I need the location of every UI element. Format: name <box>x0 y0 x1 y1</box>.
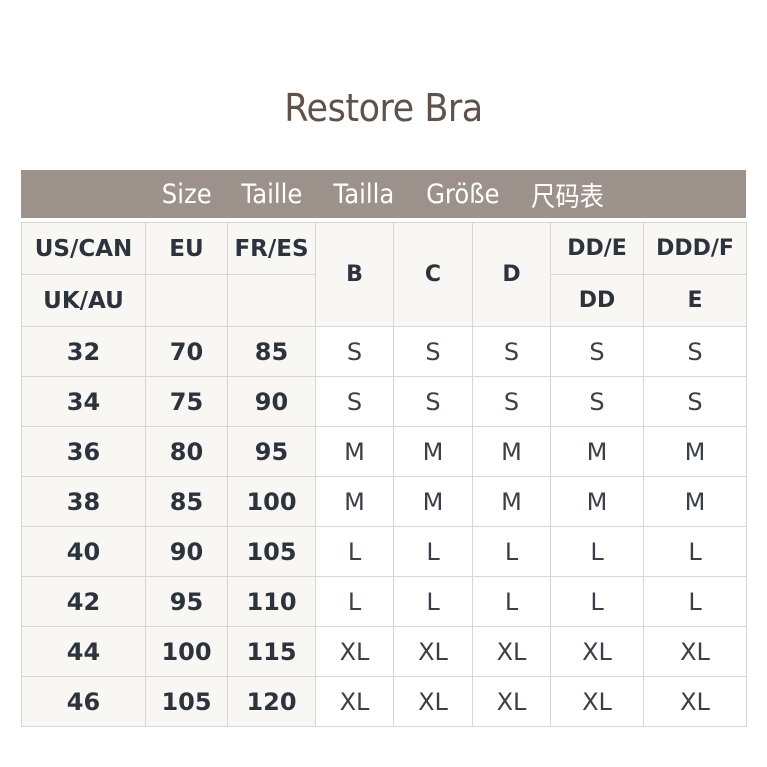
cell-dde: XL <box>550 676 644 727</box>
cell-fr: 105 <box>227 526 316 577</box>
cell-eu: 70 <box>145 326 228 377</box>
size-chart-banner: Size Taille Tailla Größe 尺码表 <box>21 170 746 218</box>
table-row: 32 70 85 S S S S S <box>21 326 747 377</box>
cell-c: M <box>393 426 473 477</box>
cell-d: S <box>472 376 551 427</box>
cell-dddf: S <box>643 326 747 377</box>
cell-dde: S <box>550 376 644 427</box>
cell-c: XL <box>393 676 473 727</box>
cell-c: XL <box>393 626 473 677</box>
header-cup-e: E <box>643 274 747 327</box>
cell-d: L <box>472 576 551 627</box>
header-eu: EU <box>145 222 228 275</box>
cell-c: M <box>393 476 473 527</box>
cell-c: S <box>393 376 473 427</box>
header-row-uk: UK/AU DD E <box>21 274 747 327</box>
header-cup-dd-e: DD/E <box>550 222 644 275</box>
cell-dddf: L <box>643 576 747 627</box>
cell-d: XL <box>472 626 551 677</box>
cell-b: L <box>315 526 394 577</box>
header-cup-b: B <box>315 222 394 327</box>
cell-d: S <box>472 326 551 377</box>
banner-label-fr: Taille <box>241 178 303 210</box>
cell-us: 38 <box>21 476 146 527</box>
cell-fr: 90 <box>227 376 316 427</box>
cell-c: L <box>393 526 473 577</box>
cell-us: 42 <box>21 576 146 627</box>
banner-label-de: Größe <box>425 178 500 210</box>
table-row: 38 85 100 M M M M M <box>21 476 747 527</box>
cell-eu: 75 <box>145 376 228 427</box>
cell-fr: 120 <box>227 676 316 727</box>
banner-label-es: Tailla <box>333 178 395 210</box>
cell-b: L <box>315 576 394 627</box>
cell-b: S <box>315 376 394 427</box>
cell-fr: 95 <box>227 426 316 477</box>
cell-fr: 100 <box>227 476 316 527</box>
header-fr-blank <box>227 274 316 327</box>
cell-dde: S <box>550 326 644 377</box>
cell-dde: L <box>550 576 644 627</box>
cell-dde: M <box>550 476 644 527</box>
table-row: 46 105 120 XL XL XL XL XL <box>21 676 747 727</box>
header-row: US/CAN EU FR/ES B C D DD/E DDD/F <box>21 222 747 327</box>
cell-us: 44 <box>21 626 146 677</box>
header-cup-ddd-f: DDD/F <box>643 222 747 275</box>
cell-dddf: L <box>643 526 747 577</box>
cell-fr: 110 <box>227 576 316 627</box>
table-row: 42 95 110 L L L L L <box>21 576 747 627</box>
page-title: Restore Bra <box>284 86 483 130</box>
table-row: 36 80 95 M M M M M <box>21 426 747 477</box>
cell-b: XL <box>315 626 394 677</box>
cell-us: 32 <box>21 326 146 377</box>
header-fr-es: FR/ES <box>227 222 316 275</box>
cell-eu: 100 <box>145 626 228 677</box>
cell-b: S <box>315 326 394 377</box>
header-cup-dd: DD <box>550 274 644 327</box>
cell-eu: 90 <box>145 526 228 577</box>
table-row: 44 100 115 XL XL XL XL XL <box>21 626 747 677</box>
cell-dddf: S <box>643 376 747 427</box>
banner-label-en: Size <box>161 178 212 210</box>
cell-b: M <box>315 426 394 477</box>
cell-c: L <box>393 576 473 627</box>
cell-us: 46 <box>21 676 146 727</box>
cell-eu: 95 <box>145 576 228 627</box>
banner-label-zh: 尺码表 <box>531 181 605 213</box>
cell-eu: 105 <box>145 676 228 727</box>
cell-eu: 85 <box>145 476 228 527</box>
cell-dde: XL <box>550 626 644 677</box>
cell-dddf: M <box>643 426 747 477</box>
cell-dde: M <box>550 426 644 477</box>
cell-fr: 115 <box>227 626 316 677</box>
table-row: 34 75 90 S S S S S <box>21 376 747 427</box>
cell-dddf: XL <box>643 626 747 677</box>
header-eu-blank <box>145 274 228 327</box>
cell-dde: L <box>550 526 644 577</box>
cell-b: XL <box>315 676 394 727</box>
cell-fr: 85 <box>227 326 316 377</box>
table-row: 40 90 105 L L L L L <box>21 526 747 577</box>
cell-dddf: XL <box>643 676 747 727</box>
header-us-can: US/CAN <box>21 222 146 275</box>
cell-us: 36 <box>21 426 146 477</box>
header-uk-au: UK/AU <box>21 274 146 327</box>
cell-d: L <box>472 526 551 577</box>
size-table: US/CAN EU FR/ES B C D DD/E DDD/F UK/AU D… <box>21 222 747 727</box>
cell-d: XL <box>472 676 551 727</box>
cell-dddf: M <box>643 476 747 527</box>
cell-us: 40 <box>21 526 146 577</box>
cell-eu: 80 <box>145 426 228 477</box>
cell-d: M <box>472 426 551 477</box>
header-cup-c: C <box>393 222 473 327</box>
cell-b: M <box>315 476 394 527</box>
cell-us: 34 <box>21 376 146 427</box>
cell-d: M <box>472 476 551 527</box>
header-cup-d: D <box>472 222 551 327</box>
cell-c: S <box>393 326 473 377</box>
